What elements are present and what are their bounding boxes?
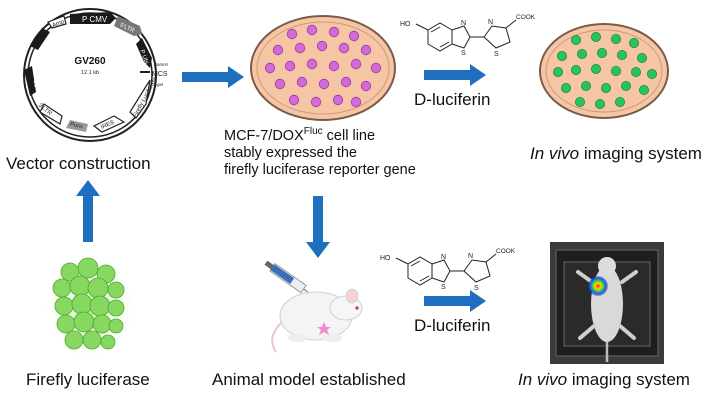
chem-ho-bottom: HO — [380, 255, 391, 262]
animal-model-label: Animal model established — [212, 370, 406, 389]
plasmid-map: P CMV 5'LTR P Ubi Firefly Luciferase IRE… — [23, 8, 168, 142]
cell-line-line-2: stably expressed the — [224, 145, 357, 161]
chem-s-bottom-2: S — [474, 285, 479, 292]
cell-line-superscript: Fluc — [303, 126, 323, 138]
chem-n-bottom-1: N — [441, 254, 446, 261]
plasmid-mcs: MCS — [152, 71, 168, 78]
chem-ho-top: HO — [400, 21, 411, 28]
chem-s-bottom-1: S — [441, 284, 446, 291]
chem-n-top-1: N — [461, 20, 466, 27]
vector-construction-label: Vector construction — [6, 154, 151, 173]
petri-dish-green — [539, 23, 669, 119]
arrow-up-firefly-to-vector — [76, 180, 100, 242]
chem-cook-top: COOK — [516, 14, 536, 21]
d-luciferin-label-top: D-luciferin — [414, 90, 491, 109]
plasmid-segment-puro: Puro — [69, 122, 83, 131]
plasmid-segment-amp: Amp — [52, 19, 66, 29]
imaging-bottom-italic: In vivo — [518, 370, 568, 389]
cell-line-label: MCF-7/DOXFluc cell line stably expressed… — [224, 126, 416, 179]
plasmid-segment-pcmv: P CMV — [82, 15, 108, 24]
ivis-mouse-image — [550, 242, 664, 364]
chem-s-top-2: S — [494, 51, 499, 58]
arrow-dluc-bottom — [424, 290, 486, 312]
cell-line-line-3: firefly luciferase reporter gene — [224, 162, 416, 178]
imaging-label-bottom: In vivo imaging system — [518, 370, 690, 390]
d-luciferin-label-bottom: D-luciferin — [414, 316, 491, 335]
plasmid-name: GV260 — [74, 56, 106, 67]
plasmid-segment-pubi: P Ubi — [138, 49, 149, 65]
arrow-down-cells-to-animal — [306, 196, 330, 258]
imaging-top-rest: imaging system — [579, 144, 702, 163]
plasmid-segment-pbr-ori: pBR ori — [33, 67, 42, 88]
plasmid-segment-ires: IRES — [100, 120, 115, 131]
cell-line-name: MCF-7/DOX — [224, 128, 304, 144]
plasmid-bamhi: BamHI — [154, 62, 168, 67]
arrow-vector-to-cells — [182, 66, 244, 88]
plasmid-size: 12.1 kb — [81, 70, 99, 76]
imaging-top-italic: In vivo — [530, 144, 580, 163]
imaging-bottom-rest: imaging system — [567, 370, 690, 389]
imaging-label-top: In vivo imaging system — [530, 144, 702, 164]
chem-s-top-1: S — [461, 50, 466, 57]
chem-n-top-2: N — [488, 19, 493, 26]
plasmid-agei: AgeI — [154, 82, 163, 87]
firefly-luciferase-protein — [40, 252, 140, 364]
firefly-luciferase-label: Firefly luciferase — [26, 370, 150, 389]
arrow-dluc-top — [424, 64, 486, 86]
cell-line-suffix: cell line — [322, 128, 376, 144]
petri-dish-purple — [250, 15, 396, 121]
luciferin-structure-bottom: HO N S N S COOK — [380, 248, 516, 292]
luciferin-structure-top: HO N S N S COOK — [400, 14, 536, 58]
chem-n-bottom-2: N — [468, 253, 473, 260]
chem-cook-bottom: COOK — [496, 248, 516, 255]
mouse-with-syringe — [264, 260, 363, 353]
